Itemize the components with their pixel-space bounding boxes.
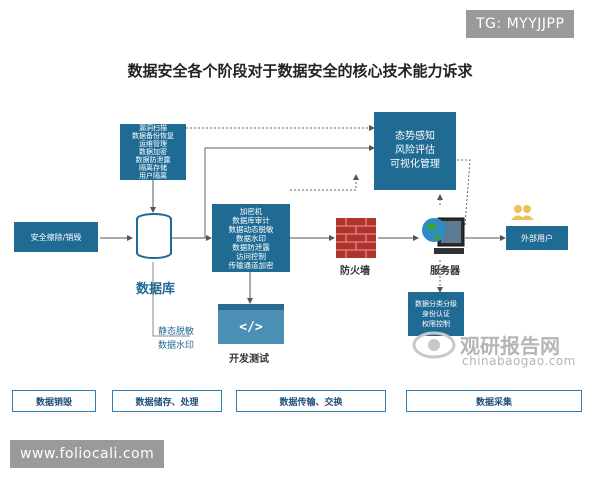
item-watermark: 数据水印 (236, 233, 266, 243)
stage-transfer: 数据传输、交换 (236, 390, 386, 412)
item-vuln-scan: 漏洞扫描 (139, 124, 167, 132)
item-identity: 身份认证 (422, 310, 450, 318)
watermark-logo-icon (412, 331, 456, 359)
watermark-en: chinabaogao.com (462, 354, 576, 368)
item-visual: 可视化管理 (390, 159, 440, 170)
item-channel-enc: 传输通道加密 (228, 260, 274, 270)
dotted-server-right (456, 159, 471, 226)
tag-bottom: www.foliocali.com (10, 440, 165, 468)
item-access: 访问控制 (236, 251, 266, 261)
stage-store: 数据储存、处理 (112, 390, 222, 412)
database-label: 数据库 (136, 282, 176, 297)
bracket-db-mask (152, 262, 190, 337)
stage-collect: 数据采集 (406, 390, 582, 412)
dev-test-icon: </> (218, 304, 284, 344)
erase-destroy-label: 安全擦除/销毁 (30, 232, 82, 242)
tag-top: TG: MYYJJPP (466, 10, 575, 38)
code-icon: </> (239, 319, 263, 335)
firewall-label: 防火墙 (340, 266, 370, 277)
item-ops: 运维管理 (139, 140, 167, 148)
database-icon (136, 213, 172, 259)
diagram-title: 数据安全各个阶段对于数据安全的核心技术能力诉求 (127, 62, 473, 80)
erase-destroy-box: 安全擦除/销毁 (14, 222, 98, 252)
item-db-audit: 数据库审计 (232, 215, 270, 225)
item-permission: 权限控制 (422, 320, 450, 328)
server-label: 服务器 (430, 266, 460, 277)
item-hsm: 加密机 (239, 206, 263, 216)
item-situation: 态势感知 (395, 131, 435, 142)
external-user-box: 外部用户 (506, 226, 568, 250)
stage-destroy-label: 数据销毁 (35, 397, 72, 408)
storage-security-box: 漏洞扫描 数据备份恢复 运维管理 数据加密 数据防泄露 隔离存储 用户隔离 (120, 124, 186, 180)
stage-collect-label: 数据采集 (475, 397, 512, 408)
item-backup: 数据备份恢复 (132, 132, 174, 140)
external-user-label: 外部用户 (521, 233, 553, 243)
stage-store-label: 数据储存、处理 (135, 397, 199, 408)
watermark-cn: 观研报告网 (460, 334, 560, 358)
item-dlp: 数据防泄露 (135, 156, 171, 164)
transfer-security-box: 加密机 数据库审计 数据动态脱敏 数据水印 数据防泄露 访问控制 传输通道加密 (212, 204, 290, 272)
stage-destroy: 数据销毁 (12, 390, 96, 412)
line-to-monitor (204, 145, 375, 238)
auth-box: 数据分类分级 身份认证 权限控制 (408, 292, 464, 336)
server-icon (422, 217, 465, 254)
item-user-iso: 用户隔离 (139, 172, 167, 180)
stage-transfer-label: 数据传输、交换 (279, 397, 343, 408)
item-dlp2: 数据防泄露 (232, 242, 270, 252)
item-iso-storage: 隔离存储 (139, 164, 167, 172)
monitoring-box: 态势感知 风险评估 可视化管理 (374, 112, 456, 190)
dotted-center-up (290, 174, 359, 191)
item-encrypt: 数据加密 (139, 148, 167, 156)
item-dyn-mask: 数据动态脱敏 (228, 224, 274, 234)
item-classify: 数据分类分级 (415, 300, 457, 308)
static-mask-label: 静态脱敏 (158, 327, 195, 337)
data-watermark-label: 数据水印 (158, 341, 195, 351)
dev-test-label: 开发测试 (229, 354, 269, 365)
item-risk: 风险评估 (395, 145, 435, 156)
users-icon (511, 205, 534, 220)
firewall-icon (336, 218, 376, 258)
